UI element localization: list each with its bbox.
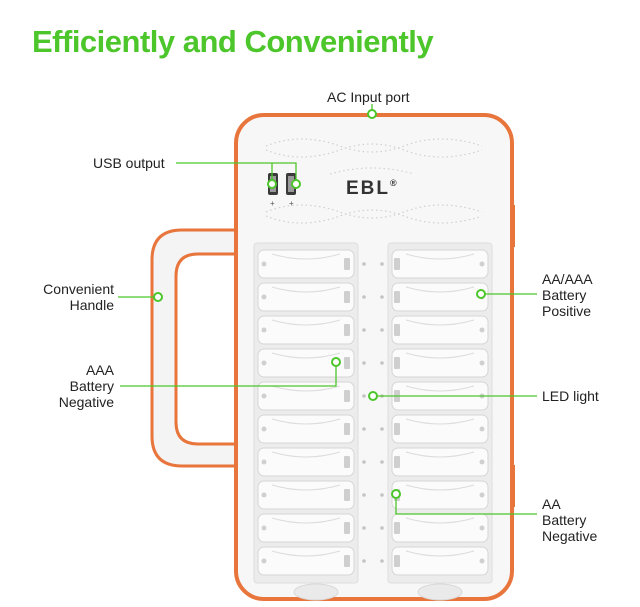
led-6: [362, 427, 384, 431]
label-aa-aaa-positive-line3: Positive: [542, 303, 592, 319]
page-title: Efficiently and Conveniently: [32, 24, 434, 59]
label-handle-line2: Handle: [69, 297, 114, 313]
label-handle: Convenient Handle: [38, 281, 114, 313]
label-handle-line1: Convenient: [43, 281, 114, 297]
label-aaa-negative-line1: AAA: [85, 362, 114, 378]
led-9: [362, 526, 384, 530]
battery-slot-right-6: [391, 414, 489, 444]
foot-left: [293, 583, 339, 601]
label-aa-negative-line3: Negative: [542, 528, 598, 544]
battery-slot-right-4: [391, 348, 489, 378]
battery-slot-left-8: [257, 480, 355, 510]
battery-slot-right-9: [391, 513, 489, 543]
label-aa-aaa-positive-line1: AA/AAA: [542, 271, 593, 287]
callout-dots: [153, 109, 486, 499]
label-ac-input: AC Input port: [327, 89, 410, 105]
brand-logo: EBL®: [346, 178, 397, 200]
battery-slot-left-7: [257, 447, 355, 477]
label-aaa-negative: AAA Battery Negative: [50, 362, 114, 410]
battery-slot-left-2: [257, 282, 355, 312]
label-led-light: LED light: [542, 388, 599, 404]
battery-slot-left-9: [257, 513, 355, 543]
battery-slot-left-1: [257, 249, 355, 279]
label-aaa-negative-line3: Negative: [58, 394, 114, 410]
led-10: [362, 559, 384, 563]
side-tab-bottom: [511, 465, 515, 507]
battery-slot-left-4: [257, 348, 355, 378]
led-4: [362, 361, 384, 365]
label-aa-aaa-positive-line2: Battery: [542, 287, 587, 303]
led-1: [362, 262, 384, 266]
usb-symbol-1: +: [270, 199, 275, 208]
battery-slot-left-10: [257, 546, 355, 576]
battery-slot-right-1: [391, 249, 489, 279]
brand-mark: ®: [390, 178, 397, 188]
carry-handle: [150, 228, 238, 468]
battery-slot-right-8: [391, 480, 489, 510]
label-aaa-negative-line2: Battery: [69, 378, 114, 394]
usb-symbol-2: +: [289, 199, 294, 208]
led-8: [362, 493, 384, 497]
side-tab-top: [511, 205, 515, 247]
foot-right: [417, 583, 463, 601]
led-indicators: [362, 262, 384, 563]
battery-slot-left-5: [257, 381, 355, 411]
battery-slot-right-7: [391, 447, 489, 477]
label-usb-output: USB output: [93, 155, 165, 171]
label-aa-negative-line1: AA: [542, 496, 561, 512]
label-aa-negative: AA Battery Negative: [542, 496, 597, 544]
label-aa-aaa-positive: AA/AAA Battery Positive: [542, 271, 593, 319]
battery-slot-left-3: [257, 315, 355, 345]
battery-slot-right-3: [391, 315, 489, 345]
led-7: [362, 460, 384, 464]
battery-slot-right-10: [391, 546, 489, 576]
led-3: [362, 328, 384, 332]
label-aa-negative-line2: Battery: [542, 512, 587, 528]
led-2: [362, 295, 384, 299]
battery-slot-right-2: [391, 282, 489, 312]
brand-text: EBL: [346, 178, 390, 199]
battery-slot-left-6: [257, 414, 355, 444]
